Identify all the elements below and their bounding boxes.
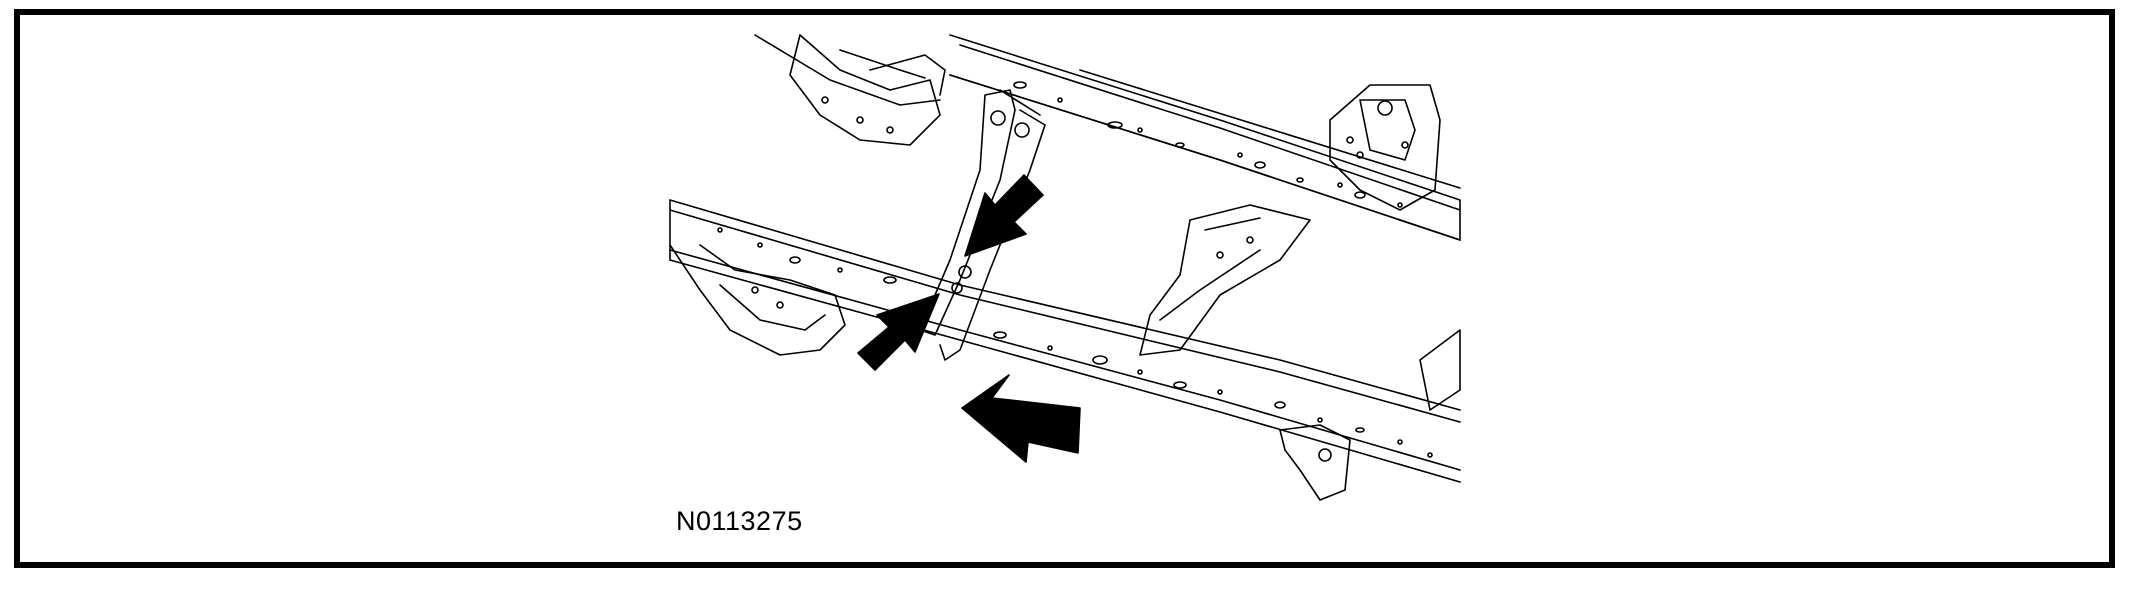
lower-left-mount xyxy=(669,244,846,356)
front-direction-arrow-icon xyxy=(961,374,1081,463)
upper-frame-rail xyxy=(949,34,1461,241)
frame-crossmember-illustration xyxy=(669,34,1461,501)
figure-id-label: N0113275 xyxy=(676,506,803,536)
upper-left-bracket xyxy=(754,34,946,146)
figure-frame xyxy=(14,9,2115,568)
lower-right-bracket xyxy=(1279,329,1461,501)
pointer-arrow-lower-icon xyxy=(857,293,940,371)
pointer-arrow-upper-icon xyxy=(964,174,1044,257)
center-crossmember xyxy=(1139,204,1311,356)
upper-right-bracket xyxy=(1329,84,1441,211)
diagonal-brace xyxy=(919,89,1046,361)
